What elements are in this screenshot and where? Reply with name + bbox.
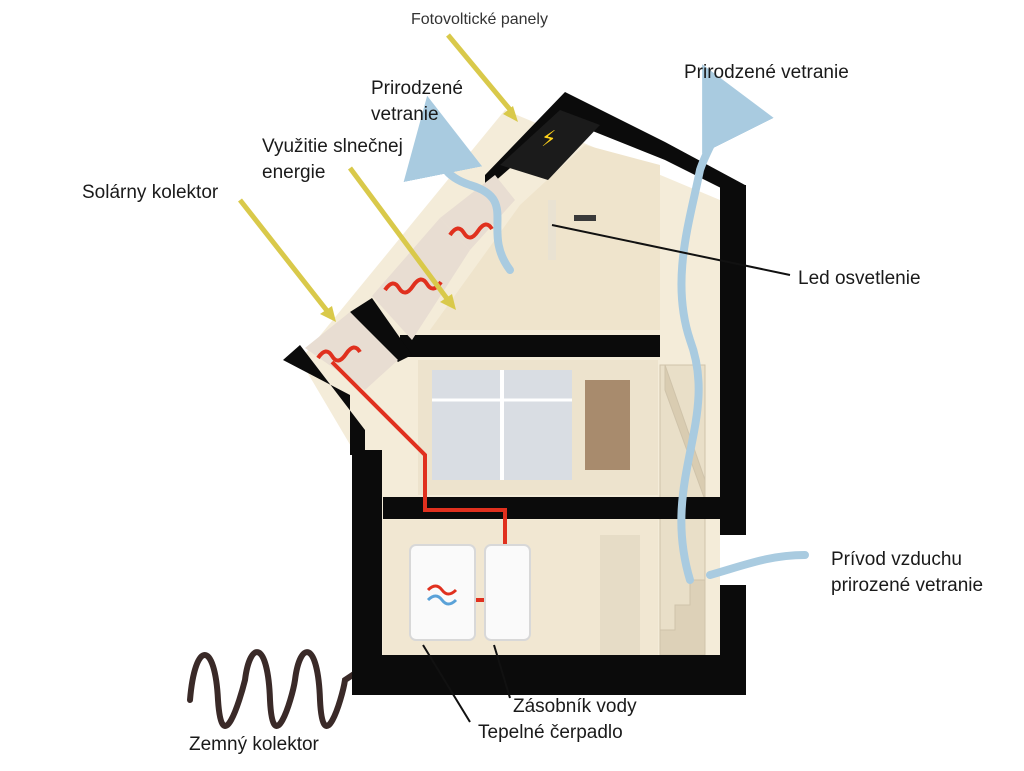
air-flow-intake xyxy=(710,555,805,575)
label-water-tank: Zásobník vody xyxy=(513,695,637,718)
label-heat-pump: Tepelné čerpadlo xyxy=(478,721,623,744)
label-air-intake-2: prirozené vetranie xyxy=(831,574,983,597)
label-solar-energy-2: energie xyxy=(262,161,325,184)
label-ground-collector: Zemný kolektor xyxy=(189,733,319,756)
label-natural-vent-right: Prirodzené vetranie xyxy=(684,61,849,84)
label-solar-collector: Solárny kolektor xyxy=(82,181,218,204)
water-tank-unit xyxy=(485,545,530,640)
led-light-fixture xyxy=(548,200,556,260)
label-solar-energy-1: Využitie slnečnej xyxy=(262,135,403,158)
label-photovoltaic: Fotovoltické panely xyxy=(411,8,548,31)
ground-door xyxy=(600,535,640,655)
label-led-lighting: Led osvetlenie xyxy=(798,267,921,290)
label-natural-vent-roof-2: vetranie xyxy=(371,103,439,126)
middle-door xyxy=(585,380,630,470)
label-natural-vent-roof-1: Prirodzené xyxy=(371,77,463,100)
label-air-intake-1: Prívod vzduchu xyxy=(831,548,962,571)
lightning-icon: ⚡ xyxy=(541,127,556,152)
